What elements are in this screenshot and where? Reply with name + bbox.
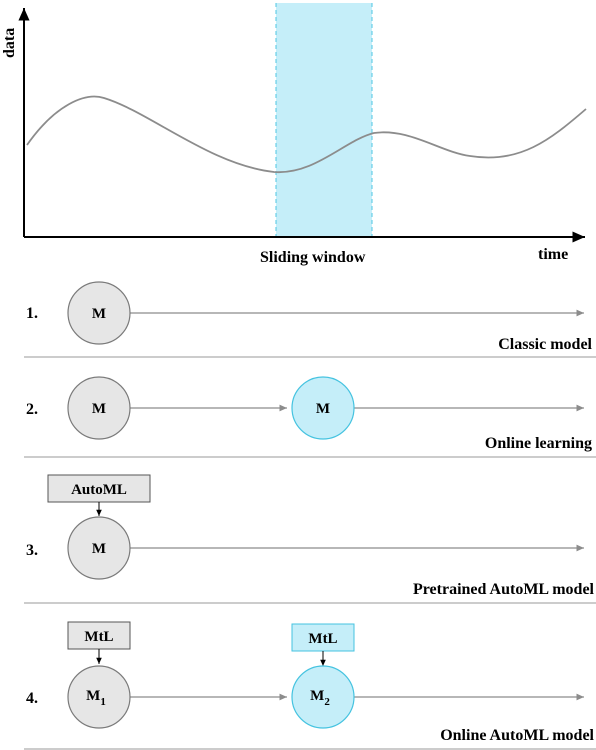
row-caption: Classic model xyxy=(498,336,592,353)
y-axis-label: data xyxy=(1,28,18,58)
row-caption: Online learning xyxy=(485,435,592,452)
model-node-letter: M xyxy=(86,688,100,704)
row-number: 3. xyxy=(26,542,38,559)
mtl-update-box xyxy=(291,623,355,652)
updated-model-node-label: M2 xyxy=(310,688,330,708)
row-online-learning: 2. M M Online learning xyxy=(26,376,592,452)
mtl-box-label: MtL xyxy=(84,629,113,645)
automl-box-label: AutoML xyxy=(71,482,127,498)
sliding-window-label: Sliding window xyxy=(260,249,366,266)
model-node-subscript: 1 xyxy=(100,696,106,708)
row-caption: Online AutoML model xyxy=(440,727,594,744)
model-node xyxy=(67,516,131,580)
row-number: 4. xyxy=(26,690,38,707)
mtl-update-box-label: MtL xyxy=(308,631,337,647)
row-caption: Pretrained AutoML model xyxy=(413,581,595,598)
row-classic-model: 1. M Classic model xyxy=(26,281,593,353)
model-node-label: M xyxy=(92,541,106,557)
row-pretrained-automl: AutoML 3. M Pretrained AutoML model xyxy=(26,474,595,598)
mtl-box xyxy=(67,621,131,650)
model-node-letter: M xyxy=(310,688,324,704)
row-number: 2. xyxy=(26,401,38,418)
model-node xyxy=(67,281,131,345)
model-node xyxy=(67,376,131,440)
model-node-label: M xyxy=(92,401,106,417)
data-curve xyxy=(26,95,587,173)
row-number: 1. xyxy=(26,305,38,322)
sliding-window-region xyxy=(276,3,372,237)
updated-model-node-label: M xyxy=(316,401,330,417)
row-online-automl: MtL MtL 4. M1 M2 Online AutoML model xyxy=(26,621,595,744)
model-node-label: M xyxy=(92,306,106,322)
updated-model-node xyxy=(291,376,355,440)
model-node-label: M1 xyxy=(86,688,106,708)
x-axis-label: time xyxy=(538,246,568,263)
model-node-subscript: 2 xyxy=(324,696,330,708)
time-series-chart: data time Sliding window xyxy=(1,3,587,266)
model-node xyxy=(67,665,131,729)
updated-model-node xyxy=(291,665,355,729)
